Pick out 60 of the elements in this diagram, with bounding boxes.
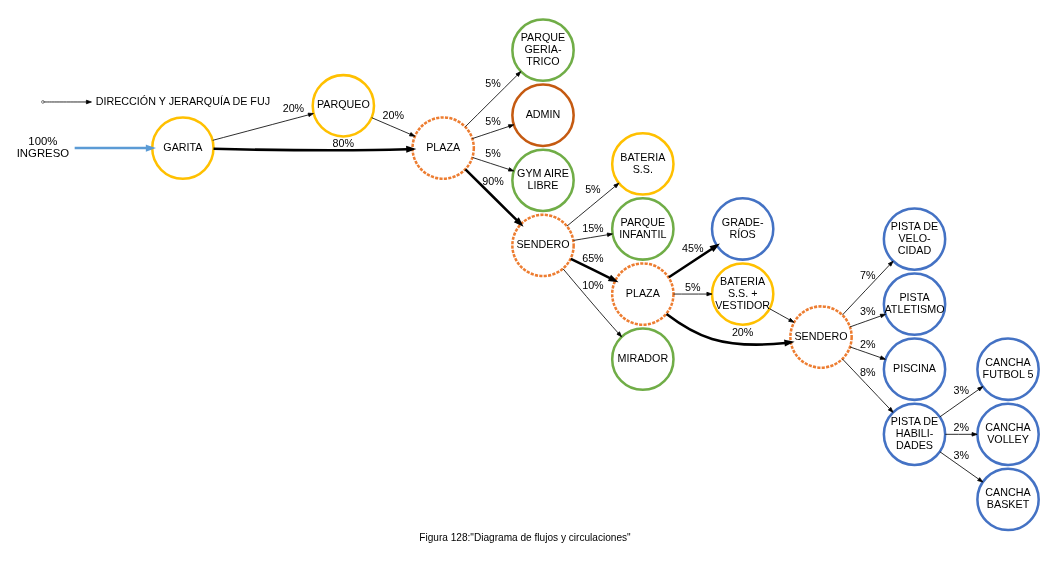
edge-label: 15% xyxy=(582,221,604,234)
edge-label: 5% xyxy=(485,147,501,160)
edge-label: 2% xyxy=(953,420,970,433)
caption: Figura 128:"Diagrama de flujos y circulaciones" xyxy=(419,531,631,543)
edge-label: 20% xyxy=(731,325,754,338)
node-circle: PARQUEO xyxy=(311,73,376,138)
arrow xyxy=(665,312,795,347)
arrow xyxy=(673,291,713,297)
arrow xyxy=(74,144,156,152)
edge-label: 90% xyxy=(482,174,504,187)
arrow xyxy=(944,432,978,437)
arrow xyxy=(464,168,524,227)
edge-label: 5% xyxy=(684,280,701,293)
node-circle: PISCINA xyxy=(882,337,947,402)
node-circle: MIRADOR xyxy=(610,327,675,392)
node-circle: PARQUE INFANTIL xyxy=(610,197,675,261)
edge-label: 3% xyxy=(860,304,876,317)
arrow xyxy=(465,71,522,127)
legend-label: DIRECCIÓN Y JERARQUÍA DE FUJ xyxy=(95,94,271,107)
edge-label: 3% xyxy=(953,449,970,462)
arrow xyxy=(842,358,894,413)
arrow xyxy=(212,112,314,141)
arrow xyxy=(471,124,515,139)
node-circle: GYM AIRE LIBRE xyxy=(511,148,575,213)
edge-label: 3% xyxy=(953,384,970,397)
arrow xyxy=(562,268,622,338)
arrow xyxy=(371,117,416,137)
arrow xyxy=(472,157,515,172)
arrow xyxy=(849,346,886,360)
node-circle: BATERIA S.S. + VESTIDOR xyxy=(710,262,775,326)
node-text: 100% INGRESO xyxy=(16,134,70,160)
edge-label: 5% xyxy=(485,115,501,128)
edge-label: 20% xyxy=(282,102,305,115)
arrow xyxy=(213,145,417,153)
arrow xyxy=(566,182,620,227)
node-circle: PISTA DE VELO- CIDAD xyxy=(882,207,947,271)
arrow xyxy=(668,243,720,279)
arrow xyxy=(769,308,795,323)
edge-label: 5% xyxy=(585,183,601,196)
node-circle: PLAZA xyxy=(610,262,675,326)
node-circle: ADMIN xyxy=(511,83,575,148)
edge-label: 10% xyxy=(582,279,604,292)
edge-label: 20% xyxy=(382,109,405,122)
arrow xyxy=(849,313,886,328)
edge-label: 7% xyxy=(860,268,876,281)
arrow xyxy=(939,451,984,483)
edge-label: 5% xyxy=(485,77,501,90)
edge-label: 2% xyxy=(860,337,876,350)
edge-label: 80% xyxy=(332,136,355,149)
node-circle: PISTA DE HABILI- DADES xyxy=(882,402,947,467)
node-circle: CANCHA VOLLEY xyxy=(976,402,1040,467)
edge-label: 8% xyxy=(860,365,876,378)
edge-label: 45% xyxy=(682,242,704,255)
node-circle: PARQUE GERIA- TRICO xyxy=(511,18,575,83)
arrow xyxy=(939,386,984,418)
arrow xyxy=(573,232,613,241)
arrow xyxy=(570,257,619,283)
node-circle: GARITA xyxy=(150,116,215,180)
arrow xyxy=(842,260,894,316)
edge-label: 65% xyxy=(582,251,604,264)
